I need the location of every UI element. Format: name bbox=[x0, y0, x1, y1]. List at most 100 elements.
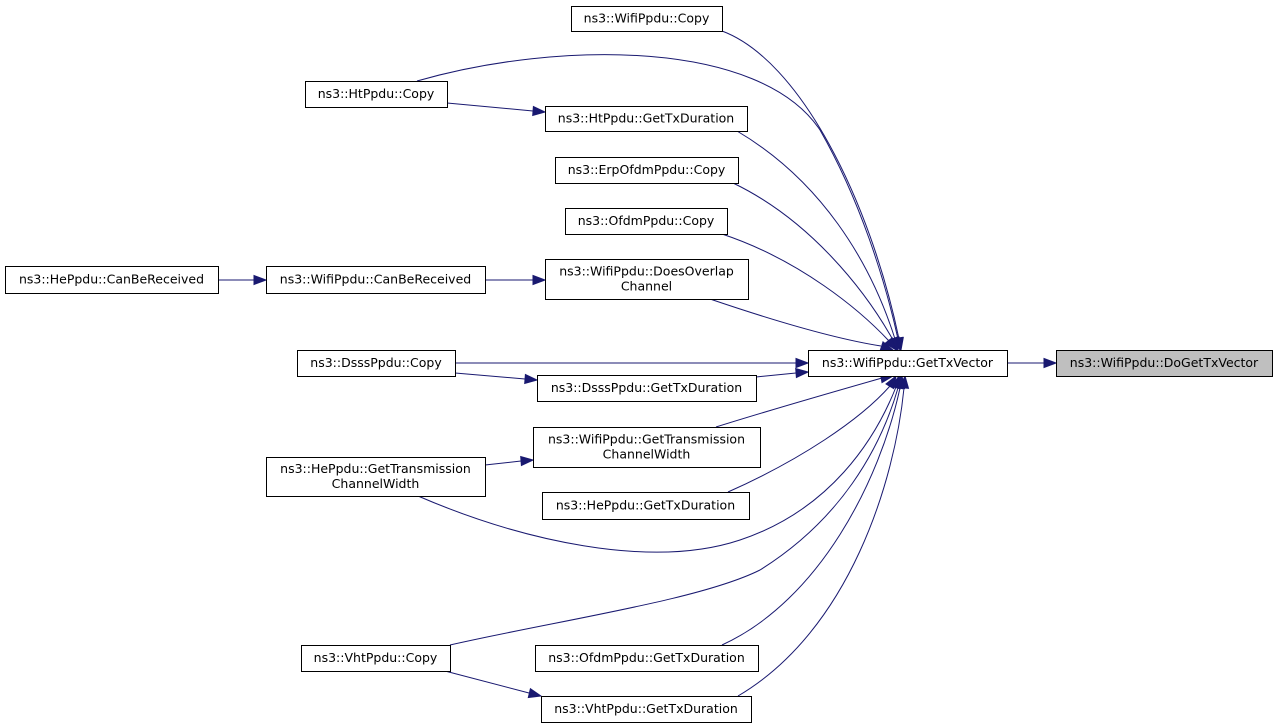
node-box bbox=[565, 208, 728, 235]
node-dsss-gettxduration[interactable]: ns3::DsssPpdu::GetTxDuration bbox=[537, 375, 757, 402]
node-label: ns3::HtPpdu::Copy bbox=[318, 86, 435, 101]
node-box bbox=[545, 106, 748, 132]
node-label: ns3::ErpOfdmPpdu::Copy bbox=[568, 162, 726, 177]
nodes-layer: ns3::WifiPpdu::DoGetTxVectorns3::WifiPpd… bbox=[5, 6, 1273, 723]
node-box bbox=[545, 259, 749, 300]
edge-line bbox=[709, 298, 882, 347]
arrowhead bbox=[532, 274, 547, 286]
node-label: ns3::WifiPpdu::DoesOverlap bbox=[559, 264, 734, 279]
node-label: ns3::WifiPpdu::CanBeReceived bbox=[280, 272, 471, 287]
edge-line bbox=[732, 182, 894, 341]
node-ofdm-gettxduration[interactable]: ns3::OfdmPpdu::GetTxDuration bbox=[535, 645, 759, 672]
edge-line bbox=[755, 372, 797, 378]
edge-line bbox=[737, 387, 905, 697]
edge-line bbox=[444, 670, 530, 694]
arrowhead bbox=[884, 336, 897, 352]
edge-htppdu_gettxduration-to-gettxvector bbox=[736, 130, 900, 352]
edge-line bbox=[484, 460, 522, 466]
node-label: ns3::OfdmPpdu::GetTxDuration bbox=[548, 650, 745, 665]
arrowhead bbox=[795, 357, 810, 369]
node-label: ns3::DsssPpdu::GetTxDuration bbox=[551, 380, 742, 395]
node-label: ns3::VhtPpdu::GetTxDuration bbox=[554, 701, 738, 716]
node-box bbox=[305, 81, 448, 108]
node-wifippdu-copy[interactable]: ns3::WifiPpdu::Copy bbox=[571, 6, 723, 32]
edge-gettxvector-to-root bbox=[1007, 357, 1058, 369]
node-box bbox=[266, 457, 486, 497]
edge-line bbox=[721, 387, 901, 646]
node-label: ns3::HtPpdu::GetTxDuration bbox=[558, 111, 734, 126]
node-ofdm-copy[interactable]: ns3::OfdmPpdu::Copy bbox=[565, 208, 728, 235]
node-label: ns3::WifiPpdu::GetTransmission bbox=[548, 432, 745, 447]
edges-layer bbox=[218, 30, 1058, 699]
node-box bbox=[5, 266, 219, 294]
arrowhead bbox=[795, 367, 810, 379]
arrowhead bbox=[520, 455, 535, 467]
node-htppdu-gettxduration[interactable]: ns3::HtPpdu::GetTxDuration bbox=[545, 106, 748, 132]
node-erpofdm-copy[interactable]: ns3::ErpOfdmPpdu::Copy bbox=[555, 157, 739, 184]
arrowhead bbox=[898, 374, 910, 389]
node-box bbox=[266, 266, 486, 294]
edge-line bbox=[715, 377, 883, 428]
edge-line bbox=[416, 54, 899, 340]
node-label: ns3::DsssPpdu::Copy bbox=[310, 355, 442, 370]
arrowhead bbox=[524, 373, 539, 385]
node-dsss-copy[interactable]: ns3::DsssPpdu::Copy bbox=[297, 350, 456, 377]
node-label: ns3::HePpdu::CanBeReceived bbox=[19, 272, 204, 287]
node-label: ns3::WifiPpdu::Copy bbox=[584, 11, 710, 26]
edge-line bbox=[446, 102, 534, 112]
node-label: ns3::HePpdu::GetTxDuration bbox=[556, 498, 735, 513]
node-box bbox=[301, 645, 451, 672]
edge-doesoverlap-to-gettxvector bbox=[709, 298, 895, 352]
edge-heppdu_canbereceived-to-wifippdu_canbereceived bbox=[218, 274, 268, 286]
edge-line bbox=[721, 233, 890, 342]
edge-line bbox=[736, 130, 896, 340]
node-box bbox=[571, 6, 723, 32]
edge-he_gettxduration-to-gettxvector bbox=[727, 374, 897, 493]
node-label: ns3::WifiPpdu::GetTxVector bbox=[822, 355, 994, 370]
node-label: ChannelWidth bbox=[332, 476, 420, 491]
edge-vht_copy-to-vht_gettxduration bbox=[444, 670, 543, 699]
arrowhead bbox=[253, 274, 268, 286]
edge-dsss_copy-to-dsss_gettxduration bbox=[454, 372, 539, 385]
node-label: ChannelWidth bbox=[603, 447, 691, 462]
node-label: ns3::WifiPpdu::DoGetTxVector bbox=[1070, 355, 1259, 370]
edge-line bbox=[727, 385, 891, 493]
edge-htppdu_copy-to-gettxvector bbox=[416, 54, 903, 352]
node-heppdu-canbereceived[interactable]: ns3::HePpdu::CanBeReceived bbox=[5, 266, 219, 294]
edge-line bbox=[449, 387, 899, 646]
arrowhead bbox=[527, 687, 543, 699]
node-wifippdu-canbereceived[interactable]: ns3::WifiPpdu::CanBeReceived bbox=[266, 266, 486, 294]
arrowhead bbox=[885, 374, 897, 390]
node-box bbox=[555, 157, 739, 184]
edge-vht_gettxduration-to-gettxvector bbox=[737, 374, 910, 697]
node-label: ns3::VhtPpdu::Copy bbox=[314, 650, 438, 665]
node-box bbox=[535, 645, 759, 672]
node-wifi-gettransmission[interactable]: ns3::WifiPpdu::GetTransmissionChannelWid… bbox=[533, 427, 761, 468]
node-label: Channel bbox=[621, 279, 672, 294]
node-box bbox=[537, 375, 757, 402]
node-he-gettxduration[interactable]: ns3::HePpdu::GetTxDuration bbox=[542, 492, 750, 520]
node-vht-gettxduration[interactable]: ns3::VhtPpdu::GetTxDuration bbox=[541, 696, 752, 723]
edge-line bbox=[417, 386, 897, 553]
node-vht-copy[interactable]: ns3::VhtPpdu::Copy bbox=[301, 645, 451, 672]
node-label: ns3::OfdmPpdu::Copy bbox=[578, 213, 715, 228]
edge-ofdm_copy-to-gettxvector bbox=[721, 233, 897, 352]
node-htppdu-copy[interactable]: ns3::HtPpdu::Copy bbox=[305, 81, 448, 108]
node-box bbox=[1056, 350, 1273, 377]
arrowhead bbox=[532, 105, 547, 117]
edge-wifippdu_copy-to-gettxvector bbox=[721, 30, 904, 352]
edge-htppdu_copy-to-htppdu_gettxduration bbox=[446, 102, 547, 117]
node-box bbox=[808, 350, 1008, 377]
node-box bbox=[297, 350, 456, 377]
node-label: ns3::HePpdu::GetTransmission bbox=[280, 461, 471, 476]
node-gettxvector[interactable]: ns3::WifiPpdu::GetTxVector bbox=[808, 350, 1008, 377]
edge-dsss_gettxduration-to-gettxvector bbox=[755, 367, 810, 379]
arrowhead bbox=[1043, 357, 1058, 369]
node-root[interactable]: ns3::WifiPpdu::DoGetTxVector bbox=[1056, 350, 1273, 377]
node-box bbox=[542, 492, 750, 520]
edge-wifippdu_canbereceived-to-doesoverlap bbox=[485, 274, 547, 286]
edge-dsss_copy-to-gettxvector bbox=[455, 357, 810, 369]
